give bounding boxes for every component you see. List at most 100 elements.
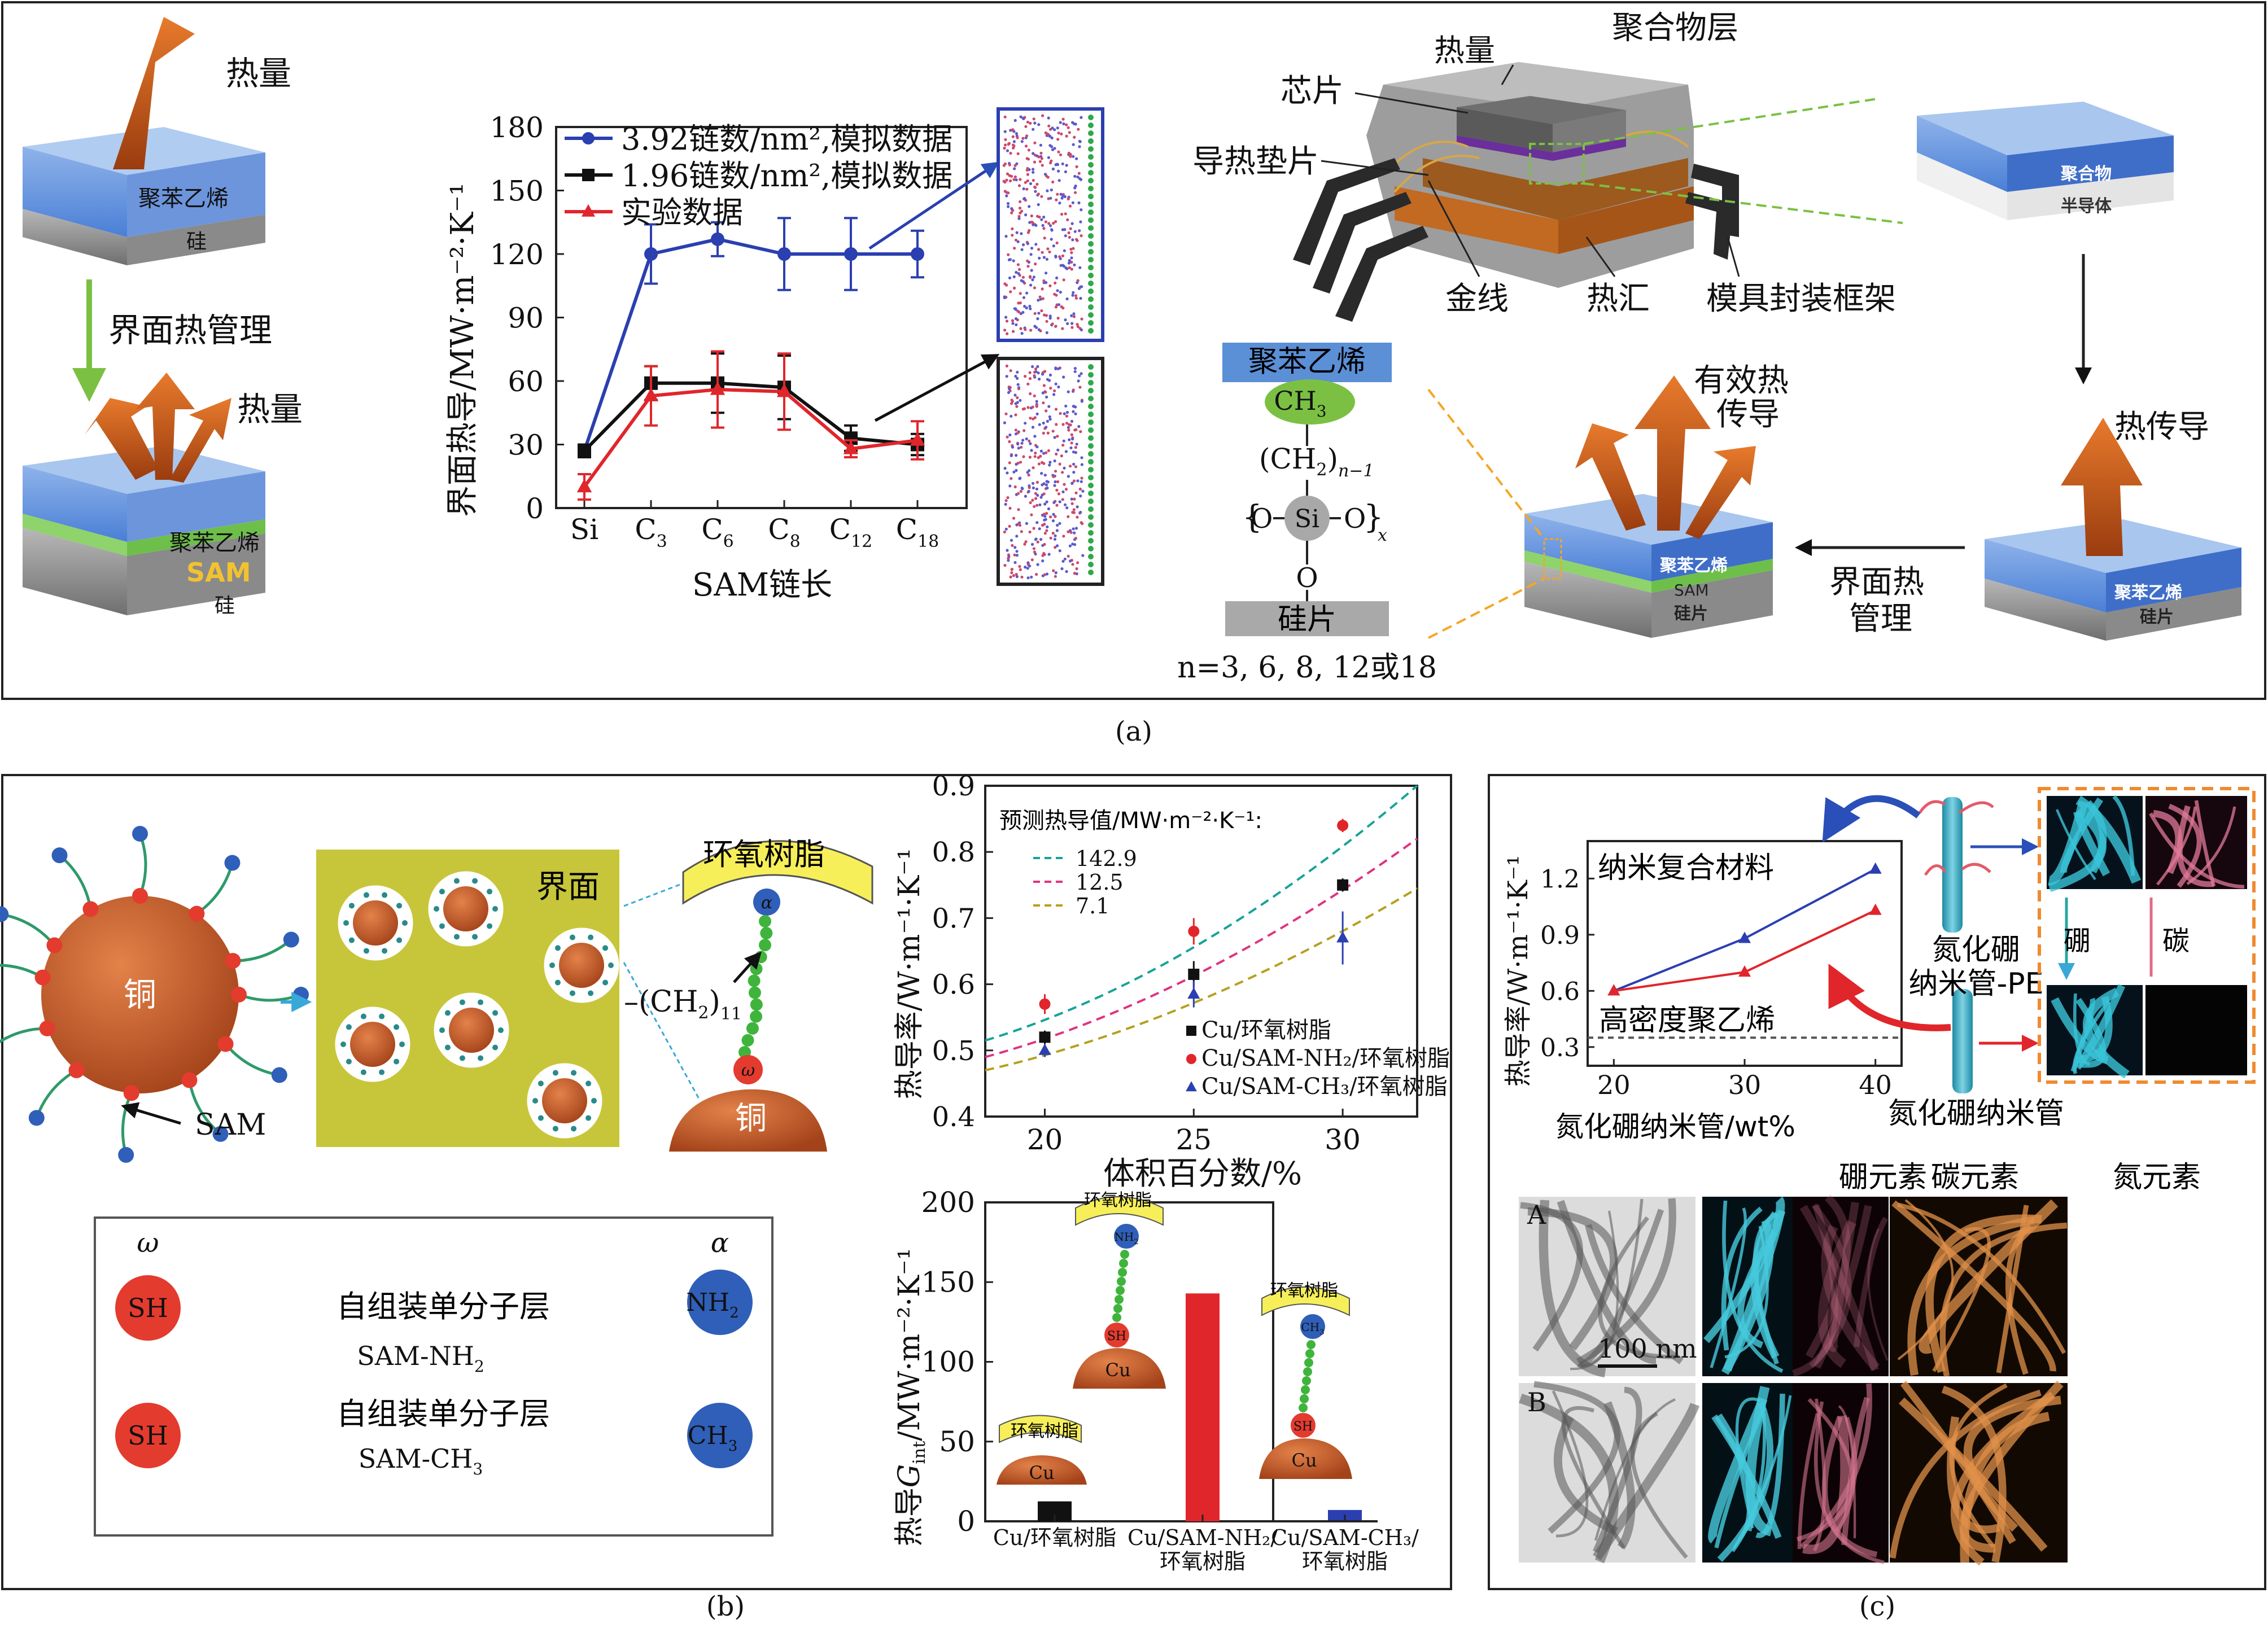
md-atom — [1066, 218, 1069, 221]
micrograph-strand — [2194, 800, 2216, 887]
md-atom — [1034, 243, 1038, 246]
md-atom — [1028, 371, 1032, 374]
md-atom — [1008, 433, 1012, 437]
micrograph-strand — [2073, 993, 2091, 1066]
col-header-boron: 硼元素 — [1839, 1161, 1927, 1194]
chart-c-ytick-label: 0.9 — [1540, 921, 1580, 950]
md-atom — [1029, 121, 1032, 125]
md-atom — [1071, 563, 1074, 566]
md-atom — [1078, 229, 1081, 233]
md-atom — [1060, 305, 1063, 309]
micrograph-strand — [1891, 1200, 2056, 1372]
md-atom — [1015, 231, 1019, 234]
chart-c-point — [1607, 984, 1620, 996]
md-atom — [1072, 315, 1076, 318]
chain-bead — [759, 939, 772, 952]
md-atom — [1074, 446, 1077, 449]
bar-inset-sh-label: SH — [1293, 1420, 1313, 1434]
omega-label: ω — [741, 1061, 755, 1080]
md-atom — [1024, 566, 1027, 569]
md-atom — [1056, 192, 1059, 196]
md-atom — [1051, 148, 1055, 151]
chart-a-ytick-label: 90 — [508, 302, 544, 335]
md-atom — [1058, 462, 1061, 466]
md-atom — [1032, 178, 1035, 182]
md-atom — [1059, 412, 1062, 415]
md-atom — [1033, 505, 1036, 508]
ligand-head — [293, 987, 309, 1003]
interface-particle-ligand — [444, 1010, 451, 1016]
md-atom — [1073, 370, 1077, 373]
chip-heat-label: 热量 — [1434, 33, 1495, 68]
md-atom — [1041, 287, 1044, 291]
md-atom — [1004, 499, 1008, 502]
md-surface-atom — [1088, 491, 1094, 496]
md-atom — [1003, 282, 1007, 286]
chart-b1-prediction-line — [985, 785, 1418, 1042]
md-atom — [1010, 211, 1013, 215]
ligand-chain — [121, 1092, 133, 1156]
md-atom — [1073, 543, 1077, 546]
interface-particle-ligand — [591, 1098, 597, 1104]
heat-sink-label: 热汇 — [1587, 281, 1650, 317]
md-atom — [1063, 195, 1067, 198]
md-atom — [1041, 373, 1045, 376]
md-atom — [1017, 492, 1020, 495]
md-atom — [1059, 153, 1063, 156]
chart-b1-ytick-label: 0.6 — [932, 969, 975, 1001]
md-atom — [1056, 480, 1060, 484]
interface-particle-ligand — [348, 903, 355, 909]
md-snapshot-top — [997, 107, 1104, 342]
interface-particle-ligand — [478, 1055, 484, 1061]
md-atom — [1055, 423, 1058, 426]
interface-particle-ligand — [585, 1115, 592, 1121]
md-atom — [1032, 486, 1035, 490]
md-atom — [1067, 515, 1070, 518]
md-atom — [1015, 323, 1018, 326]
md-atom — [1054, 281, 1057, 285]
md-surface-atom — [1088, 249, 1094, 255]
molecule-left-bracket: { — [1242, 499, 1262, 536]
md-atom — [1064, 488, 1068, 491]
md-atom — [1059, 192, 1063, 196]
md-atom — [1067, 428, 1070, 432]
md-atom — [1074, 412, 1077, 415]
md-atom — [1061, 490, 1065, 493]
interface-particle-ligand — [360, 1013, 366, 1019]
md-atom — [1070, 268, 1073, 271]
md-atom — [1035, 412, 1039, 416]
md-atom — [1056, 448, 1060, 452]
md-atom — [1076, 561, 1080, 564]
md-atom — [1070, 419, 1074, 423]
md-atom — [1028, 439, 1031, 443]
md-atom — [1029, 442, 1032, 445]
md-atom — [1033, 374, 1036, 378]
chain-bead — [760, 927, 773, 940]
md-surface-atom — [1088, 257, 1094, 262]
micrograph-strand — [1585, 1224, 1684, 1364]
md-atom — [1022, 196, 1026, 200]
md-atom — [1026, 406, 1030, 409]
interface-particle-ligand — [554, 945, 561, 951]
md-atom — [1031, 498, 1034, 502]
md-atom — [1052, 221, 1055, 225]
md-surface-atom — [1088, 530, 1094, 536]
chart-c-ytick-label: 0.3 — [1540, 1034, 1580, 1062]
md-surface-atom — [1088, 154, 1094, 160]
md-atom — [1064, 266, 1068, 270]
md-atom — [1065, 123, 1068, 126]
md-atom — [1079, 220, 1082, 224]
md-atom — [1054, 382, 1057, 386]
md-atom — [1033, 325, 1037, 328]
interface-particle-core — [353, 900, 398, 946]
block-heat-conduction — [1985, 418, 2241, 641]
bar-inset-chain-bead — [1300, 1394, 1309, 1403]
md-atom — [1070, 222, 1074, 225]
md-surface-atom — [1088, 404, 1094, 409]
panel-a-frame — [1, 1, 2266, 700]
md-atom — [1023, 542, 1026, 546]
chart-b2-ytick-label: 150 — [921, 1266, 975, 1298]
md-atom — [1003, 530, 1006, 534]
md-atom — [1057, 492, 1060, 496]
